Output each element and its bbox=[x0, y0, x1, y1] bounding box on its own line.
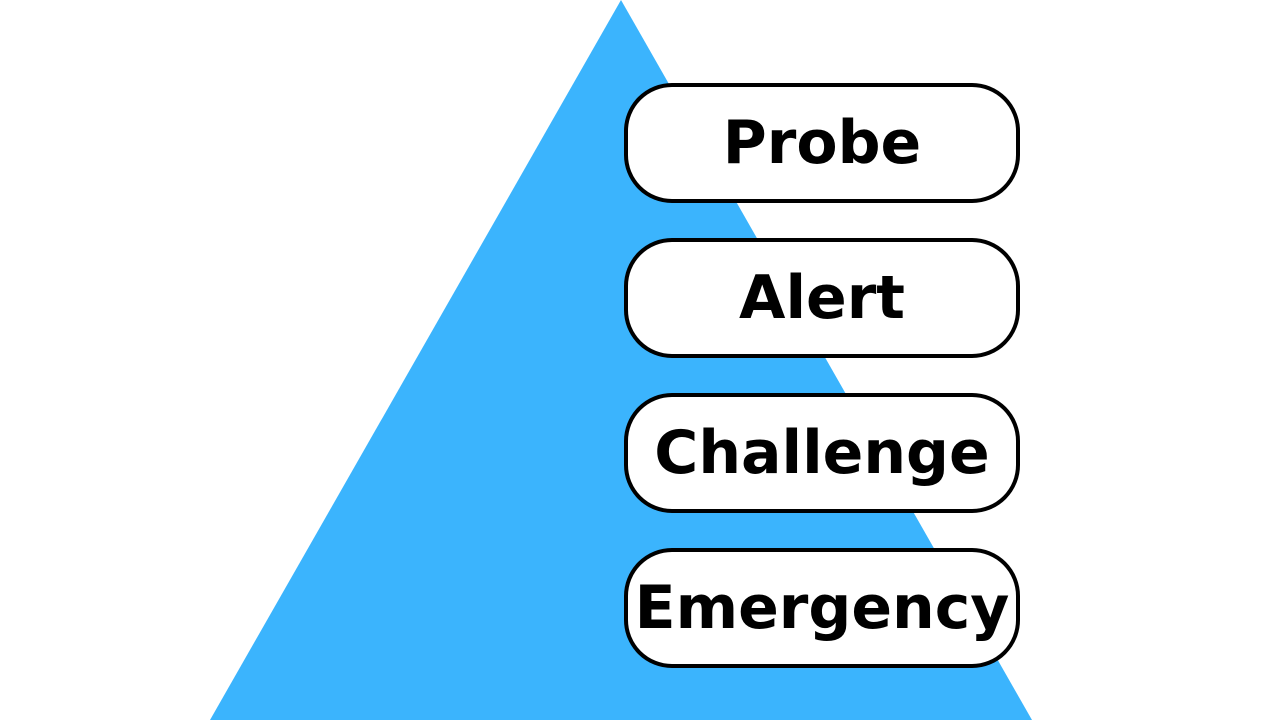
level-challenge-label: Challenge bbox=[654, 418, 990, 488]
level-emergency-label: Emergency bbox=[634, 573, 1010, 643]
level-alert-label: Alert bbox=[739, 263, 905, 333]
level-probe-label: Probe bbox=[722, 108, 922, 178]
level-emergency-box: Emergency bbox=[624, 548, 1020, 668]
level-probe-box: Probe bbox=[624, 83, 1020, 203]
level-challenge-box: Challenge bbox=[624, 393, 1020, 513]
level-alert-box: Alert bbox=[624, 238, 1020, 358]
pyramid-shape bbox=[210, 0, 1032, 720]
